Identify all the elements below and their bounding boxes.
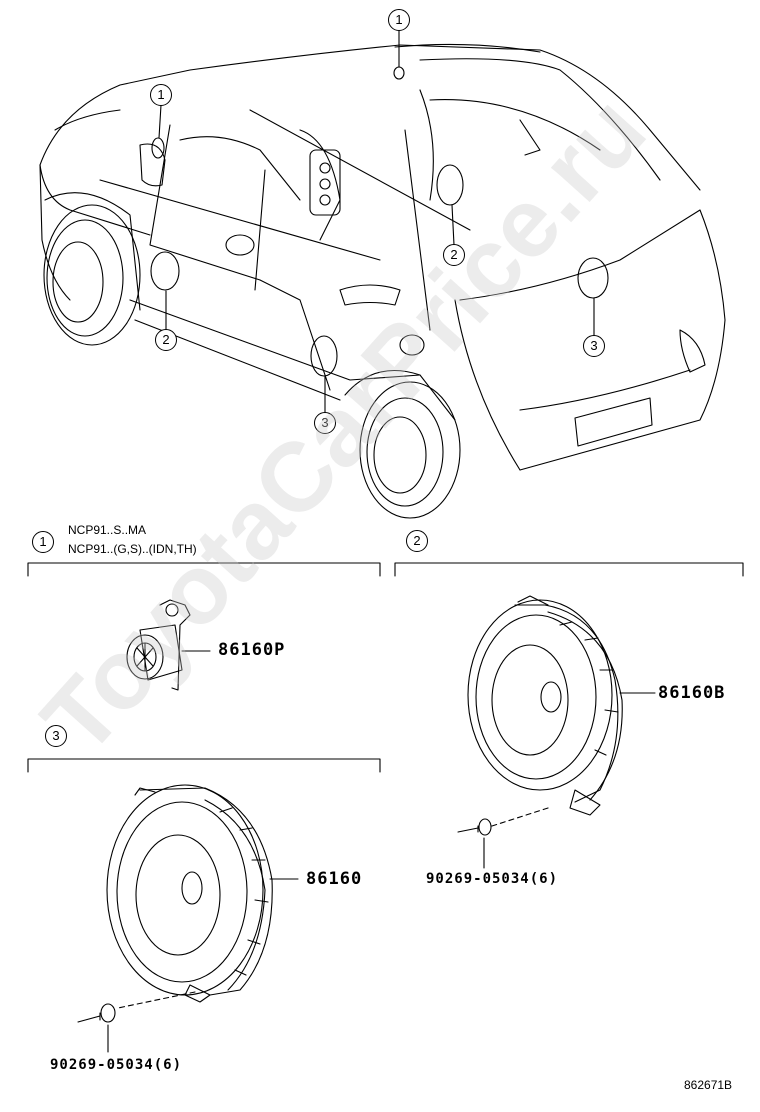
callout-3-rear: 3 [583,335,605,357]
part-number-tweeter: 86160P [218,640,286,660]
group-2-callout: 2 [406,530,428,552]
rear-screw [77,1003,116,1053]
part-number-front-speaker: 86160B [658,683,726,703]
group-1-note-2: NCP91..(G,S)..(IDN,TH) [68,542,197,556]
part-number-rear-screw: 90269-05034(6) [50,1057,183,1073]
figure-number: 862671B [684,1078,733,1092]
group-1-callout: 1 [32,531,54,553]
tweeter-86160P [126,599,211,691]
group-brackets [27,562,744,773]
callout-1-left: 1 [150,84,172,106]
group-1-note-1: NCP91..S..MA [68,523,147,537]
front-speaker-86160B [467,595,656,827]
rear-speaker-86160 [106,784,299,1009]
part-number-front-screw: 90269-05034(6) [426,871,559,887]
car-illustration [39,43,726,519]
part-number-rear-speaker: 86160 [306,869,363,889]
callout-2-rear-door: 2 [443,244,465,266]
callout-1-top: 1 [388,9,410,31]
speaker-locations [150,66,609,377]
callout-3-side: 3 [314,412,336,434]
callout-2-front-door: 2 [155,329,177,351]
front-screw [457,818,492,869]
leader-lines [158,30,595,414]
group-3-callout: 3 [45,725,67,747]
